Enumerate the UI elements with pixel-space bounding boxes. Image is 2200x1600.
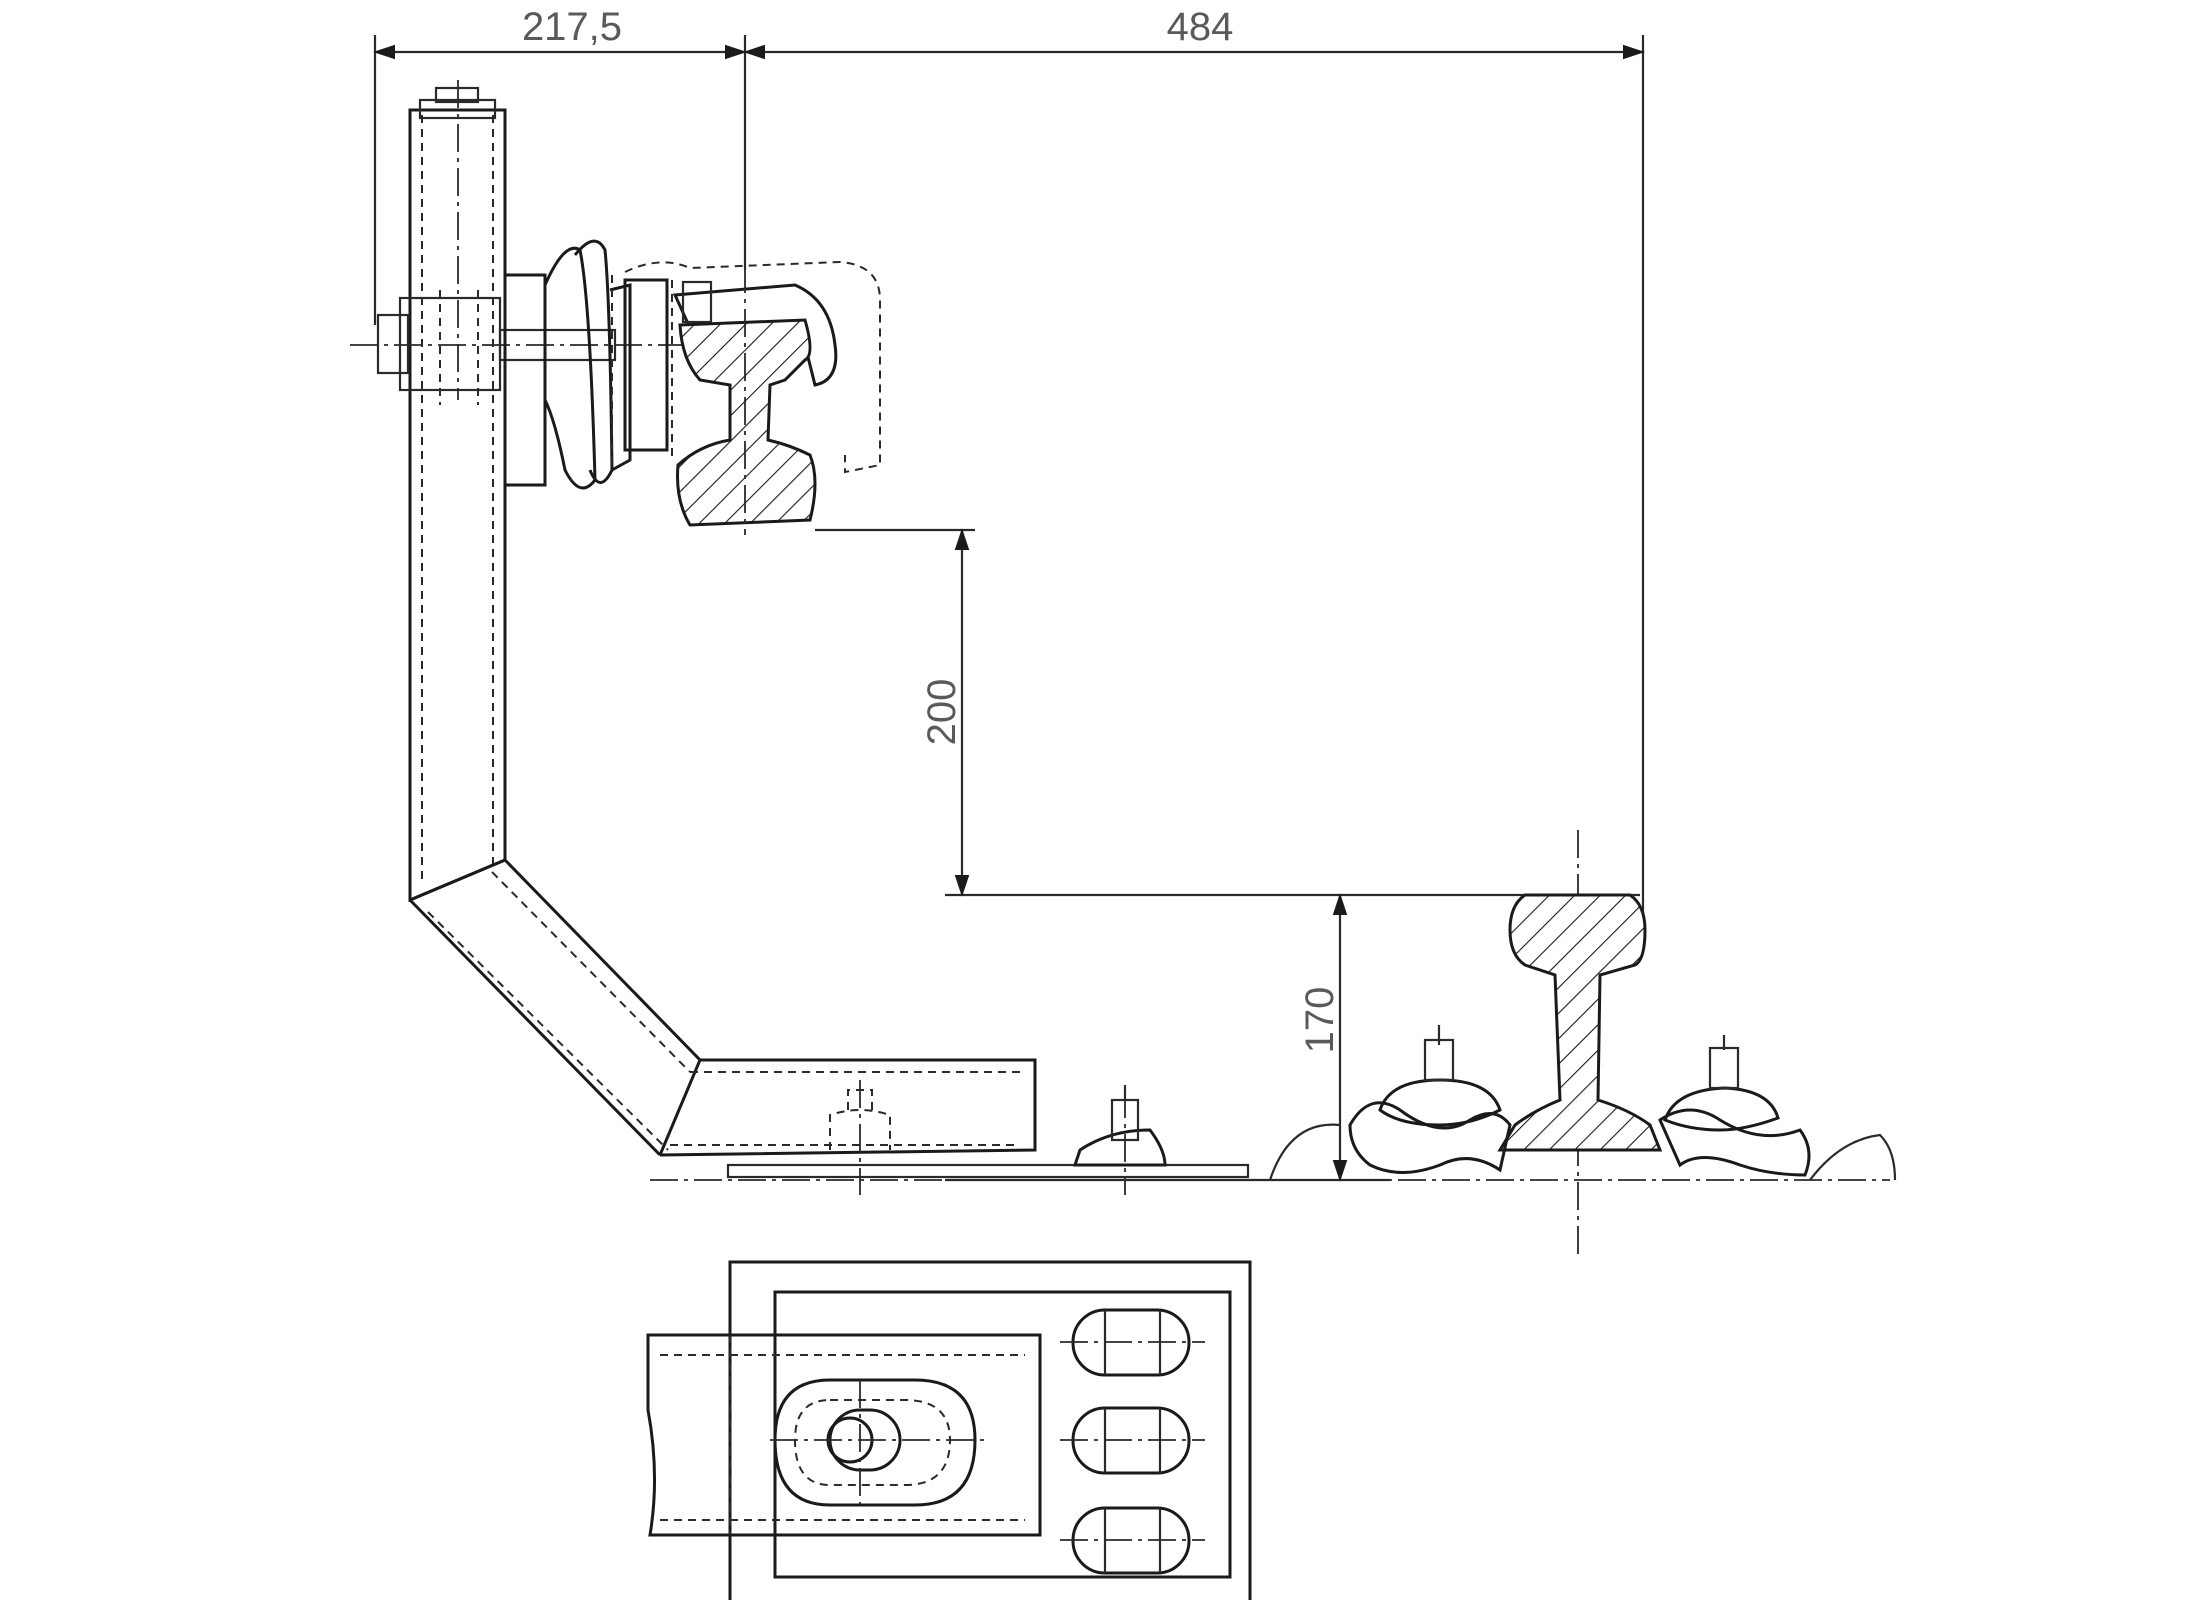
dimension-lines [373,35,1645,1182]
base-plate-elevation [650,1080,1890,1195]
base-plate-plan [646,1260,1252,1600]
dimension-label-484: 484 [1167,5,1234,49]
dimension-label-200: 200 [920,679,964,746]
dimension-labels: 217,5 484 200 170 [522,5,1342,1053]
dimension-label-217: 217,5 [522,5,622,49]
conductor-rail-upper [624,260,881,535]
running-rail [1268,830,1897,1255]
dimension-label-170: 170 [1298,987,1342,1054]
bracket-arm [408,80,1037,1157]
insulator-assembly [350,239,700,490]
slot-holes [1060,1308,1205,1575]
